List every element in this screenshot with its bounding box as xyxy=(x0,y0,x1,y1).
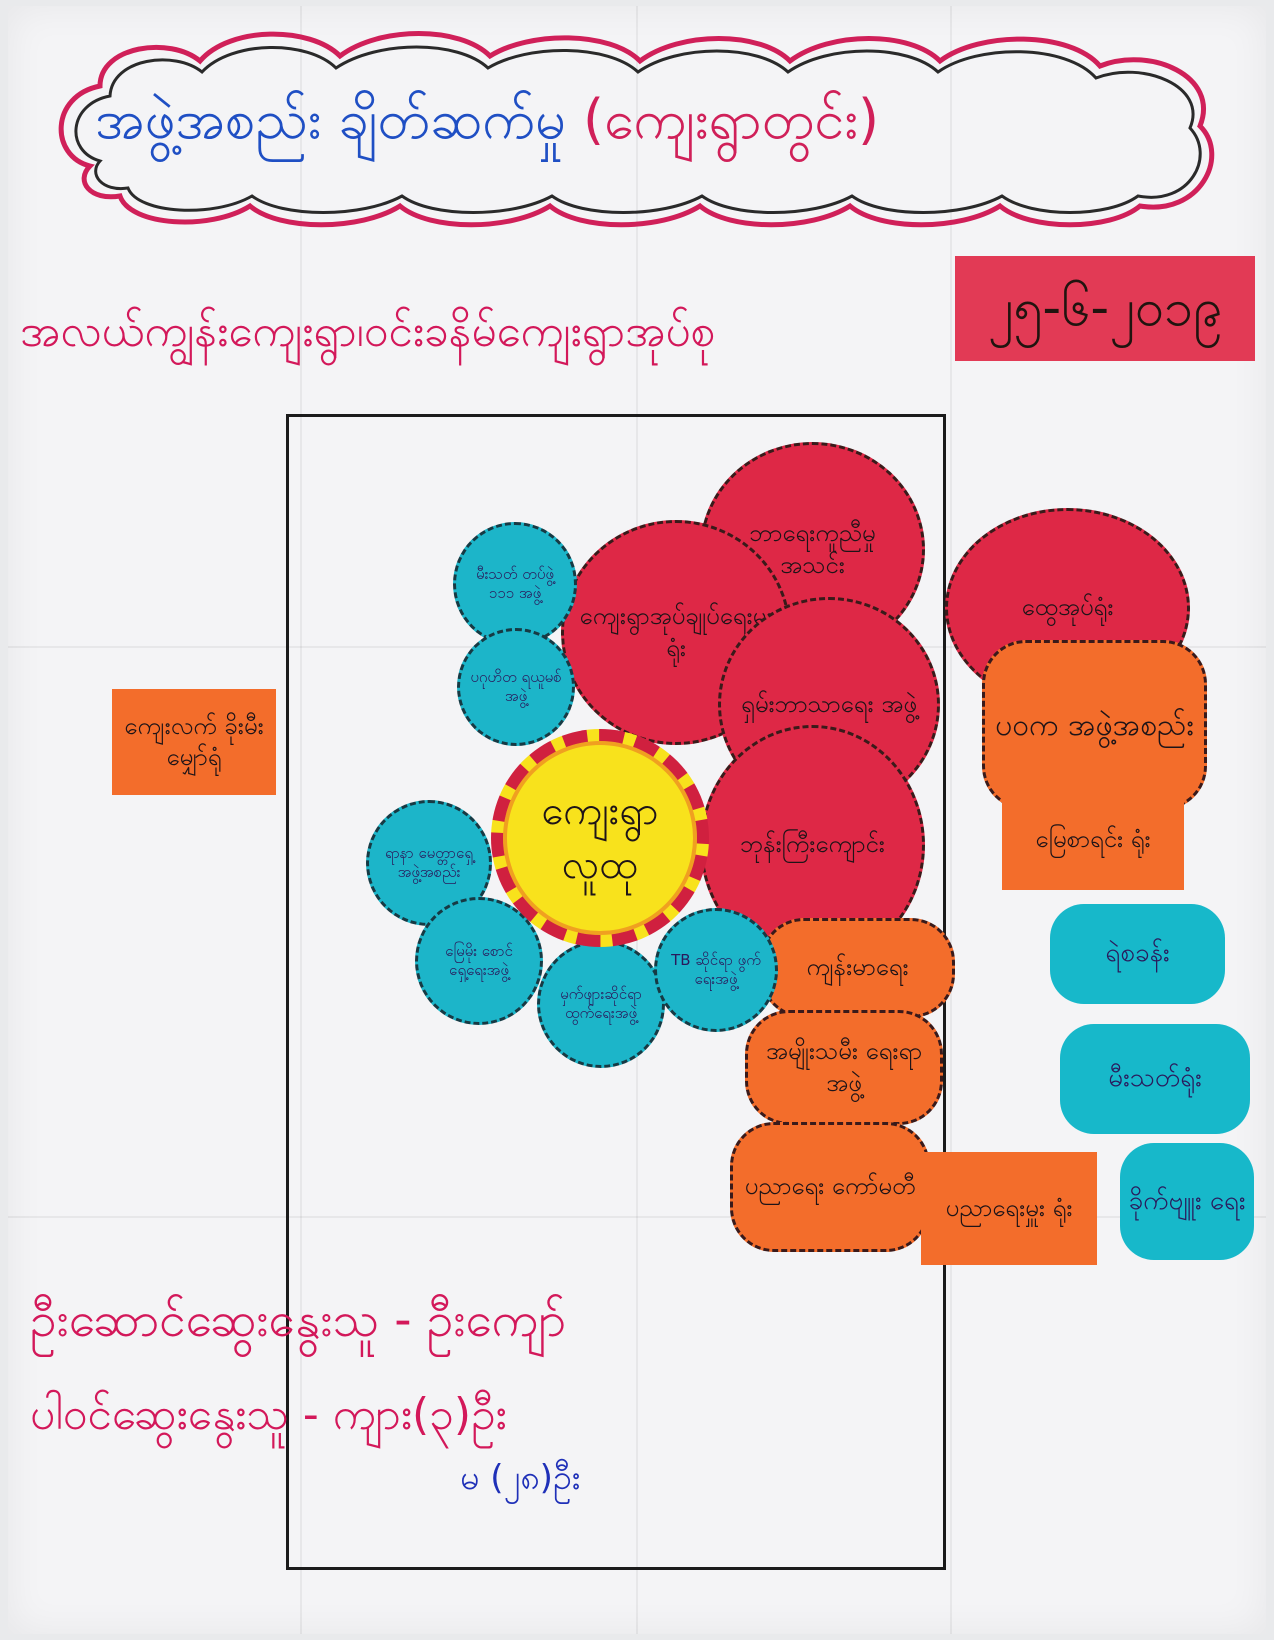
title-cloud-icon xyxy=(58,31,1215,228)
node-cyan-2: ပဂုဟိတ ရယူမစ်အဖွဲ့ xyxy=(457,628,575,746)
participants-female-line: မ (၂၈)ဦး xyxy=(460,1458,581,1498)
paper-fold-h2 xyxy=(8,1216,1266,1218)
paper-fold-v3 xyxy=(950,6,952,1634)
node-cyan-1: မီးသတ် တပ်ဖွဲ့ ၁၁၁ အဖွဲ့ xyxy=(453,522,577,646)
facilitator-line: ဦးဆောင်ဆွေးနွေးသူ - ဦးကျော် xyxy=(30,1292,566,1348)
page-title: အဖွဲ့အစည်း ချိတ်ဆက်မှု (ကျေးရွာတွင်း) xyxy=(95,70,1095,170)
node-right-cyan-2: မီးသတ်ရုံး xyxy=(1060,1024,1250,1134)
node-right-cyan-1: ရဲစခန်း xyxy=(1050,904,1225,1004)
paper-fold-v1 xyxy=(300,6,302,1634)
node-orange-3: ကျန်းမာရေး xyxy=(760,918,955,1018)
node-cyan-6: TB ဆိုင်ရာ ဖွက်ရေးအဖွဲ့ xyxy=(654,908,778,1032)
village-subtitle: အလယ်ကျွန်းကျေးရွာ၊ဝင်းခနိမ်ကျေးရွာအုပ်စု xyxy=(20,306,716,357)
title-main: အဖွဲ့အစည်း ချိတ်ဆက်မှု xyxy=(95,88,566,151)
node-orange-4: အမျိုးသမီး ရေးရာအဖွဲ့ xyxy=(745,1010,943,1125)
center-village-community: ကျေးရွာ လူထု xyxy=(491,729,709,947)
node-orange-2: မြေစာရင်း ရုံး xyxy=(1002,790,1184,890)
title-paren: (ကျေးရွာတွင်း) xyxy=(583,88,880,151)
date-label: ၂၅-၆-၂၀၁၉ xyxy=(955,256,1255,361)
node-cyan-5: မှက်ဖျားဆိုင်ရာ ထွက်ရေးအဖွဲ့ xyxy=(537,940,665,1068)
node-orange-1: ပဝက အဖွဲ့အစည်း xyxy=(982,640,1207,810)
node-cyan-4: မြေမိုး စောင် ရှေ့ရေးအဖွဲ့ xyxy=(415,897,543,1025)
participants-line: ပါဝင်ဆွေးနွေးသူ - ကျား(၃)ဦး xyxy=(30,1389,507,1440)
node-outside-left: ကျေးလက် ခိုးမီး မျှော်ရုံ xyxy=(112,689,276,795)
node-right-cyan-3: ခိုက်ဗျူး ရေး xyxy=(1120,1143,1254,1260)
node-orange-6: ပညာရေးမှူး ရုံး xyxy=(921,1152,1097,1265)
node-orange-5: ပညာရေး ကော်မတီ xyxy=(730,1122,930,1252)
